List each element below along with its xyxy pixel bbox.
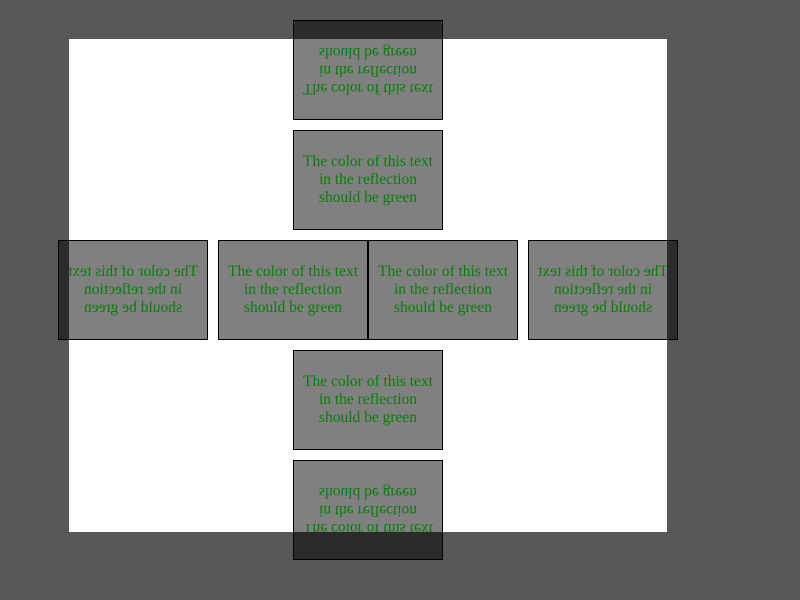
original-text-right: The color of this text in the reflection… xyxy=(378,263,508,316)
original-text-bottom: The color of this text in the reflection… xyxy=(303,373,433,426)
original-text-left: The color of this text in the reflection… xyxy=(228,263,358,316)
overflow-shade-top xyxy=(294,21,442,39)
original-box-top: The color of this text in the reflection… xyxy=(293,130,443,230)
reflection-text-bottom: The color of this text in the reflection… xyxy=(303,484,433,537)
reflection-box-right: The color of this text in the reflection… xyxy=(528,240,678,340)
overflow-shade-bottom xyxy=(294,532,442,559)
original-text-top: The color of this text in the reflection… xyxy=(303,153,433,206)
original-box-right: The color of this text in the reflection… xyxy=(368,240,518,340)
original-box-left: The color of this text in the reflection… xyxy=(218,240,368,340)
overflow-shade-right xyxy=(667,241,677,339)
reflection-box-left: The color of this text in the reflection… xyxy=(58,240,208,340)
reflection-text-top: The color of this text in the reflection… xyxy=(303,44,433,97)
reflection-text-right: The color of this text in the reflection… xyxy=(538,263,668,316)
reflection-text-left: The color of this text in the reflection… xyxy=(68,263,198,316)
original-box-bottom: The color of this text in the reflection… xyxy=(293,350,443,450)
overflow-shade-left xyxy=(59,241,69,339)
